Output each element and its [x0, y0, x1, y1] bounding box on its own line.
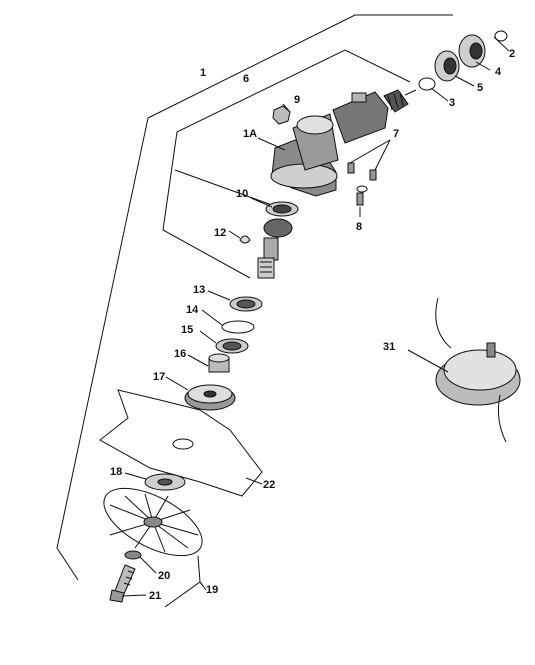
guard-plate-part: [103, 487, 203, 557]
bearing-10-part: [265, 201, 299, 217]
bearing-15-part: [215, 338, 249, 354]
label-7: 7: [393, 128, 399, 140]
label-20: 20: [158, 570, 170, 582]
label-15: 15: [181, 324, 193, 336]
label-13: 13: [193, 284, 205, 296]
label-19: 19: [206, 584, 218, 596]
label-10: 10: [236, 188, 248, 200]
label-3: 3: [449, 97, 455, 109]
plug-screw-part: [272, 105, 291, 125]
circlip-part: [418, 77, 436, 91]
label-12: 12: [214, 227, 226, 239]
label-18: 18: [110, 466, 122, 478]
label-6: 6: [243, 73, 249, 85]
label-4: 4: [495, 66, 502, 78]
label-22: 22: [263, 479, 275, 491]
label-1: 1: [200, 67, 206, 79]
label-9: 9: [294, 94, 300, 106]
label-14: 14: [186, 304, 199, 316]
label-8: 8: [356, 221, 362, 233]
screw-8-part: [356, 192, 364, 206]
pinion-gear-part: [383, 89, 417, 113]
circlip-14-part: [221, 320, 255, 334]
bevel-gear-shaft-part: [257, 218, 293, 279]
gear-housing-part: [270, 91, 389, 197]
upper-holder-part: [184, 384, 236, 411]
label-21: 21: [149, 590, 161, 602]
bearing-4-part: [458, 34, 486, 68]
label-16: 16: [174, 348, 186, 360]
blade-part: [99, 389, 263, 497]
assembly-frame-lines: [56, 14, 453, 581]
ring-part: [494, 30, 508, 42]
bearing-13-part: [229, 296, 263, 312]
label-2: 2: [509, 48, 515, 60]
label-1a: 1A: [243, 128, 257, 140]
part-labels: 1 6 9 1A 2 4 5 3 7 8 10 12 13 14 15 16 1…: [110, 48, 515, 602]
label-31: 31: [383, 341, 395, 353]
lower-holder-part: [144, 473, 186, 491]
collar-part: [208, 353, 230, 373]
leader-lines: [121, 36, 510, 608]
label-5: 5: [477, 82, 483, 94]
key-part: [239, 235, 251, 244]
trimmer-head-part: [435, 297, 521, 443]
washer-part: [124, 550, 142, 560]
screws-7-part: [347, 162, 377, 193]
bearing-5-part: [434, 50, 460, 82]
label-17: 17: [153, 371, 165, 383]
bolt-part: [109, 564, 136, 603]
